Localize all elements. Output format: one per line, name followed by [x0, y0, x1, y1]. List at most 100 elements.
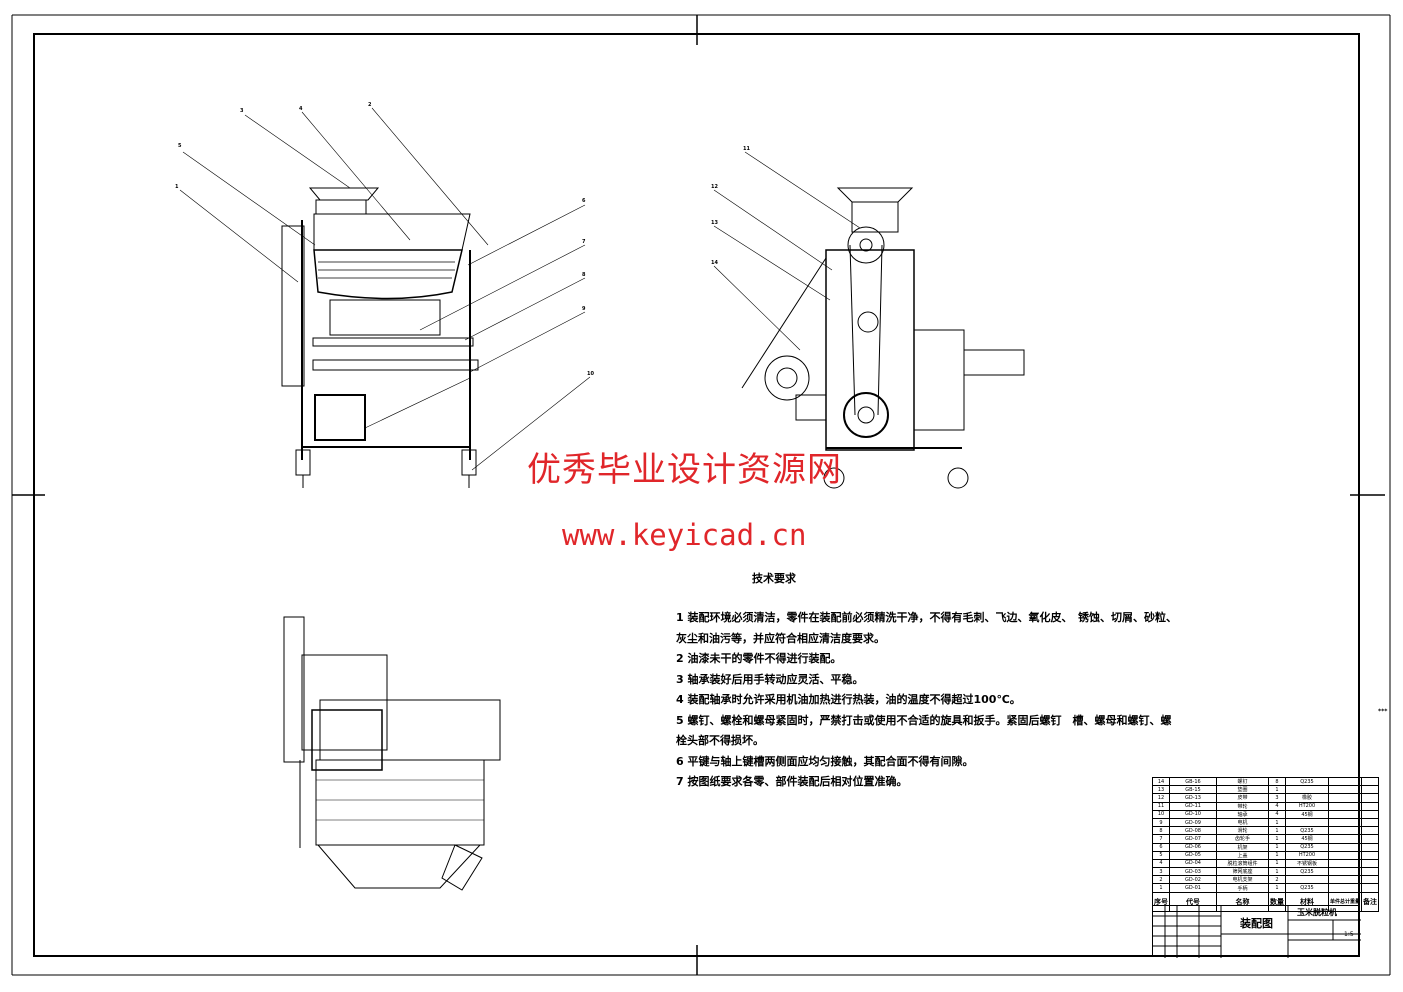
part-label: 12 [711, 184, 718, 190]
tech-requirement: 栓头部不得损坏。 [676, 734, 764, 747]
tech-requirement: 1 装配环境必须清洁，零件在装配前必须精洗干净，不得有毛刺、飞边、氧化皮、 锈蚀… [676, 611, 1177, 624]
tech-requirement: 7 按图纸要求各零、部件装配后相对位置准确。 [676, 775, 908, 788]
bom-cell: 脱粒滚筒组件 [1216, 858, 1269, 869]
bom-cell: 2 [1268, 875, 1286, 885]
top-view [283, 616, 501, 891]
title-block [1152, 905, 1361, 958]
bom-cell: 14 [1152, 776, 1170, 787]
bom-cell: 1 [1268, 826, 1286, 836]
bom-cell: 机架 [1216, 842, 1269, 852]
bom-cell: GD-03 [1169, 867, 1217, 877]
bom-cell: Q235 [1285, 776, 1329, 787]
bom-cell: 6 [1152, 842, 1170, 852]
bom-cell: 5 [1152, 850, 1170, 860]
bom-cell [1361, 858, 1380, 869]
bom-header: 单件总计重量 [1327, 891, 1363, 912]
bom-header-row: 序号 代号 名称 数量 材料 单件总计重量 备注 [1152, 891, 1380, 912]
bom-cell [1361, 883, 1380, 893]
bom-cell [1327, 776, 1363, 787]
bom-cell: 4 [1152, 858, 1170, 869]
bom-cell: 7 [1152, 834, 1170, 844]
bom-cell [1327, 867, 1363, 877]
bom-cell: 1 [1268, 883, 1286, 893]
bom-cell: 筛网底座 [1216, 867, 1269, 877]
side-mark: *** [1378, 708, 1388, 715]
bom-cell: Q235 [1285, 826, 1329, 836]
bom-cell: 12 [1152, 793, 1170, 803]
bom-cell [1327, 834, 1363, 844]
centering-marks [11, 14, 1391, 976]
bom-cell [1361, 817, 1380, 828]
part-label: 6 [582, 198, 586, 204]
bom-cell: GD-02 [1169, 875, 1217, 885]
bom-cell: 8 [1268, 776, 1286, 787]
bom-cell [1327, 858, 1363, 869]
title-block-grid [1153, 906, 1361, 958]
tech-requirement: 3 轴承装好后用手转动应灵活、平稳。 [676, 672, 864, 686]
bom-cell: 1 [1268, 842, 1286, 852]
bom-cell: 1 [1268, 858, 1286, 869]
bom-cell: 1 [1268, 867, 1286, 877]
part-label: 10 [587, 371, 594, 377]
bom-cell: 上盖 [1216, 850, 1269, 860]
bom-cell [1327, 801, 1363, 811]
bom-cell: 2 [1152, 875, 1170, 885]
bom-cell [1285, 817, 1329, 828]
bom-cell: 1 [1152, 883, 1170, 893]
bom-cell: Q235 [1285, 842, 1329, 852]
bom-cell: GD-01 [1169, 883, 1217, 893]
bom-cell: GD-11 [1169, 801, 1217, 811]
bom-cell: 8 [1152, 826, 1170, 836]
product-name: 玉米脱粒机 [1297, 908, 1337, 917]
bom-cell: 轴承 [1216, 809, 1269, 819]
bom-cell: GD-06 [1169, 842, 1217, 852]
bom-cell: 垫圈 [1216, 785, 1269, 795]
bom-cell: 1 [1268, 785, 1286, 795]
bom-cell: GB-15 [1169, 785, 1217, 795]
bom-cell: GD-13 [1169, 793, 1217, 803]
bom-cell: 带轮 [1216, 801, 1269, 811]
watermark-url[interactable]: www.keyicad.cn [562, 518, 807, 552]
bom-cell [1361, 776, 1380, 787]
bom-cell: Q235 [1285, 867, 1329, 877]
bom-cell [1327, 793, 1363, 803]
tech-requirement: 2 油漆未干的零件不得进行装配。 [676, 652, 842, 665]
bom-cell: 1 [1268, 834, 1286, 844]
bom-cell: GD-08 [1169, 826, 1217, 836]
bom-cell [1361, 867, 1380, 877]
bom-cell [1361, 834, 1380, 844]
bom-cell: 电机 [1216, 817, 1269, 828]
bom-cell: 45钢 [1285, 834, 1329, 844]
tech-requirement: 4 装配轴承时允许采用机油加热进行热装，油的温度不得超过100℃。 [676, 693, 1021, 706]
bom-cell: HT200 [1285, 801, 1329, 811]
bom-cell: GD-09 [1169, 817, 1217, 828]
bom-header: 代号 [1169, 891, 1217, 912]
bom-cell [1361, 826, 1380, 836]
bom-cell [1327, 826, 1363, 836]
bom-cell [1327, 785, 1363, 795]
bom-cell [1327, 875, 1363, 885]
bom-cell: 齿轮手 [1216, 834, 1269, 844]
bom-cell [1361, 801, 1380, 811]
bom-cell: 不锈钢板 [1285, 858, 1329, 869]
part-label: 3 [240, 108, 244, 114]
bom-cell: 9 [1152, 817, 1170, 828]
bom-cell: 4 [1268, 801, 1286, 811]
part-label: 8 [582, 272, 586, 278]
bom-cell [1327, 850, 1363, 860]
bom-cell [1285, 785, 1329, 795]
bom-cell: 橡胶 [1285, 793, 1329, 803]
part-label: 9 [582, 306, 586, 312]
part-label: 13 [711, 220, 718, 226]
bom-cell: GD-05 [1169, 850, 1217, 860]
